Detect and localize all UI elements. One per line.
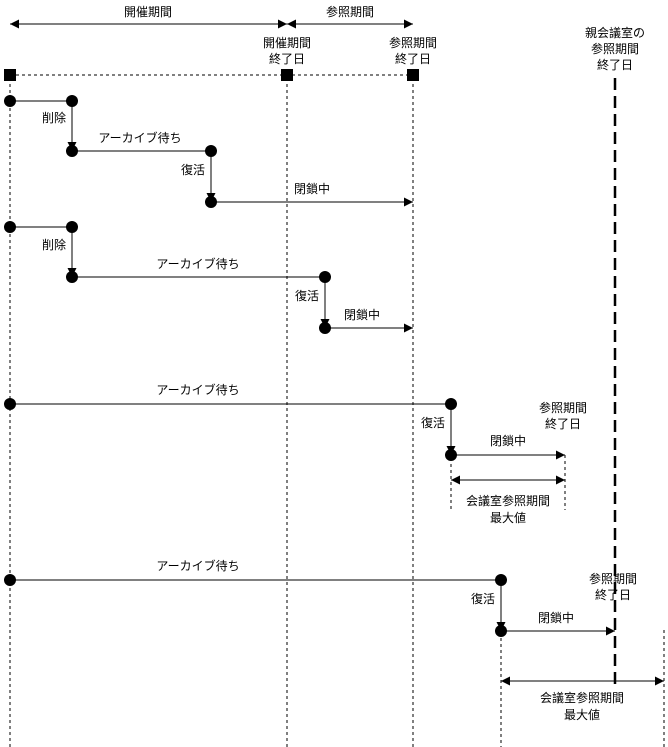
kaisai-end-label-line1: 開催期間 [263,36,311,50]
max-range-label-line1: 会議室参照期間 [466,493,550,508]
parent-end-label-line1: 親会議室の [585,25,645,40]
sansho-end-label-line2: 終了日 [395,51,431,66]
sansho-kikan-label: 参照期間 [326,4,374,19]
fukkatsu-label: 復活 [295,288,319,303]
scenario-1: 削除 アーカイブ待ち 復活 閉鎖中 [4,95,413,208]
start-square-marker [4,69,16,81]
kaisai-end-square-marker [281,69,293,81]
sansho-end-label-line2: 終了日 [595,587,631,602]
parent-end-label-line2: 参照期間 [591,41,639,56]
sansho-end-square-marker [407,69,419,81]
archive-wait-label: アーカイブ待ち [98,130,181,145]
max-range-label-line2: 最大値 [564,707,600,722]
parent-end-label-line3: 終了日 [597,57,633,72]
scenario-2: 削除 アーカイブ待ち 復活 閉鎖中 [4,221,413,334]
kaisai-kikan-label: 開催期間 [124,5,172,19]
sansho-end-label-line2: 終了日 [545,416,581,431]
sansho-end-label-line1: 参照期間 [589,571,637,586]
sansho-end-label-line1: 参照期間 [389,35,437,50]
sakujo-label: 削除 [42,237,66,252]
sakujo-label: 削除 [42,110,66,125]
max-range-label-line1: 会議室参照期間 [540,690,624,705]
fukkatsu-label: 復活 [181,162,205,177]
archive-wait-label: アーカイブ待ち [156,382,239,397]
archive-wait-label: アーカイブ待ち [156,558,239,573]
kaisai-end-label-line2: 終了日 [269,51,305,66]
fukkatsu-label: 復活 [471,591,495,606]
heisa-label: 閉鎖中 [294,181,330,196]
fukkatsu-label: 復活 [421,415,445,430]
heisa-label: 閉鎖中 [344,307,380,322]
max-range-label-line2: 最大値 [490,510,526,525]
heisa-label: 閉鎖中 [538,610,574,625]
sansho-end-label-line1: 参照期間 [539,400,587,415]
scenario-4: アーカイブ待ち 復活 閉鎖中 参照期間 終了日 会議室参照期間 最大値 [4,558,664,722]
heisa-label: 閉鎖中 [490,433,526,448]
archive-wait-label: アーカイブ待ち [156,256,239,271]
scenario-3: アーカイブ待ち 復活 閉鎖中 参照期間 終了日 会議室参照期間 最大値 [4,382,587,525]
